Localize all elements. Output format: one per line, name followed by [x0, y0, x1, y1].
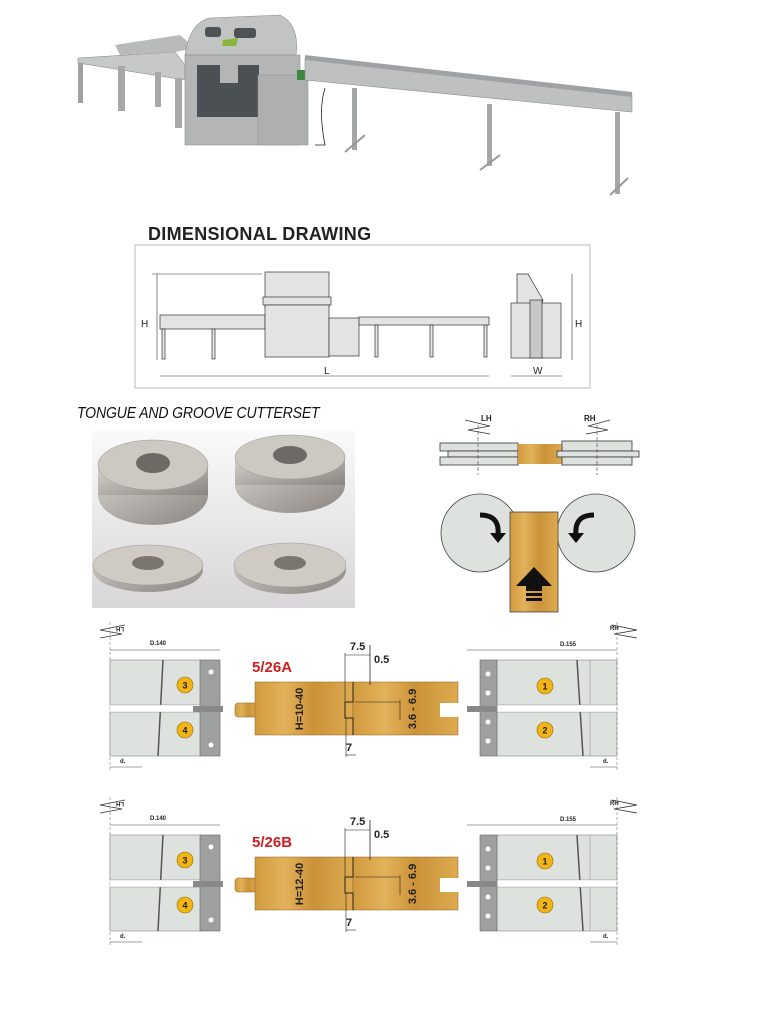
profile-code: 5/26B [252, 834, 292, 851]
knife-2: 2 [542, 901, 547, 911]
height-label: H [141, 319, 148, 330]
knife-2: 2 [542, 726, 547, 736]
dim-depth: 3.6 - 6.9 [407, 689, 419, 729]
width-label: W [533, 366, 543, 377]
rh-label: RH [584, 414, 596, 423]
dim-bottom: 7 [346, 742, 352, 754]
right-hand-label: RH [610, 626, 619, 632]
knife-3: 3 [182, 681, 187, 691]
cutterset-title: TONGUE AND GROOVE CUTTERSET [77, 405, 320, 422]
dim-gap: 0.5 [374, 829, 389, 841]
dim-top: 7.5 [350, 816, 365, 828]
dim-bottom: 7 [346, 917, 352, 929]
feed-direction-arrow-icon [516, 567, 552, 601]
left-hand-label: LH [116, 800, 124, 806]
cutterset-photo [92, 430, 355, 608]
knife-4: 4 [182, 901, 187, 911]
length-label: L [324, 366, 330, 377]
left-d-label: d. [120, 759, 126, 765]
right-diameter: D.155 [560, 817, 577, 823]
knife-4: 4 [182, 726, 187, 736]
right-hand-label: RH [610, 801, 619, 807]
dim-top: 7.5 [350, 641, 365, 653]
height-range: H=10-40 [294, 688, 306, 731]
profile-code: 5/26A [252, 659, 292, 676]
left-diameter: D.140 [150, 816, 167, 822]
cutter-stack-1 [97, 439, 209, 525]
knife-3: 3 [182, 856, 187, 866]
knife-1: 1 [542, 857, 547, 867]
machine-photo [77, 14, 633, 196]
clockwise-arrow-icon [479, 512, 501, 536]
cutter-disc-2 [233, 542, 347, 594]
right-diameter: D.155 [560, 642, 577, 648]
rotation-diagram: LH RH [439, 414, 640, 613]
dimensional-drawing-title: DIMENSIONAL DRAWING [148, 224, 372, 244]
height-range: H=12-40 [294, 863, 306, 906]
right-d-label: d. [603, 759, 609, 765]
knife-1: 1 [542, 682, 547, 692]
right-d-label: d. [603, 934, 609, 940]
left-hand-label: LH [116, 625, 124, 631]
cutter-stack-2 [234, 434, 346, 513]
dimensional-drawing: H L W H [134, 244, 591, 389]
cutter-disc-1 [92, 544, 204, 592]
side-height-label: H [575, 319, 582, 330]
lh-label: LH [481, 414, 492, 423]
left-d-label: d. [120, 934, 126, 940]
dim-depth: 3.6 - 6.9 [407, 864, 419, 904]
dim-gap: 0.5 [374, 654, 389, 666]
left-diameter: D.140 [150, 641, 167, 647]
counterclockwise-arrow-icon [573, 512, 595, 536]
